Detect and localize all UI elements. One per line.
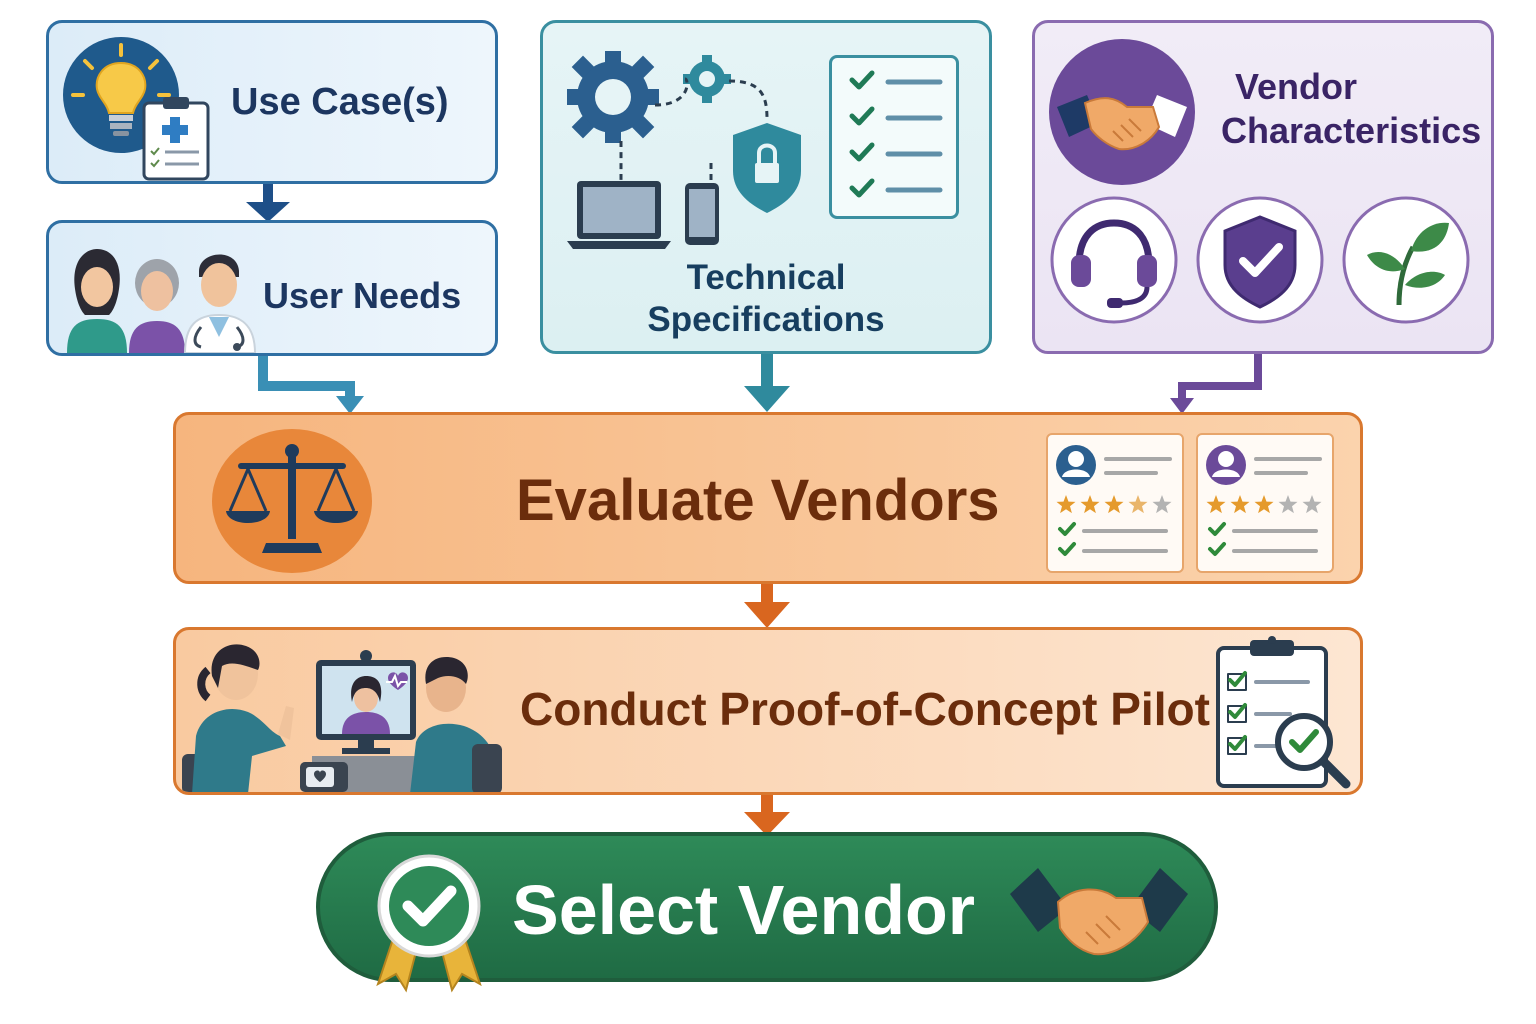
arrow-technical-to-evaluate (744, 354, 790, 412)
rating-star (1080, 495, 1100, 514)
arrowhead-vendor (1170, 398, 1194, 414)
monitor-icon (316, 650, 416, 754)
elder-avatar-icon (129, 259, 185, 353)
rating-star (1278, 495, 1298, 514)
checklist-icon (829, 55, 959, 219)
review-card-icon (1196, 433, 1334, 573)
medical-clipboard-icon (142, 97, 210, 181)
rating-star (1230, 495, 1250, 514)
rating-star (1254, 495, 1274, 514)
rating-star (1104, 495, 1124, 514)
patient-figure (410, 657, 502, 792)
phone-icon (685, 183, 719, 245)
people-group-icon (67, 249, 257, 353)
small-gear-icon (683, 55, 731, 103)
technical-specifications-box: Technical Specifications (540, 20, 992, 354)
heart-device-icon (300, 762, 348, 792)
laptop-icon (567, 181, 671, 249)
shield-check-icon (1196, 196, 1324, 324)
user-needs-label: User Needs (263, 275, 462, 316)
headset-icon (1050, 196, 1178, 324)
handshake-icon (1010, 868, 1188, 956)
arrow-userneeds-to-evaluate (258, 356, 355, 398)
rating-star (1206, 495, 1226, 514)
poc-label: Conduct Proof-of-Concept Pilot (520, 683, 1210, 735)
use-case-box: Use Case(s) (46, 20, 498, 184)
arrow-usecase-to-userneeds (246, 184, 290, 222)
doctor-avatar-icon (183, 254, 257, 353)
user-needs-box: User Needs (46, 220, 498, 356)
arrow-vendor-to-evaluate (1178, 354, 1262, 400)
vendor-label-line1: Vendor (1235, 66, 1358, 107)
rating-star (1152, 495, 1172, 514)
evaluate-vendors-box: Evaluate Vendors (173, 412, 1363, 584)
technical-label-line2: Specifications (647, 300, 885, 339)
leaf-icon (1342, 196, 1470, 324)
select-vendor-label: Select Vendor (512, 871, 975, 949)
proof-of-concept-box: Conduct Proof-of-Concept Pilot (173, 627, 1363, 795)
tech-illustration (567, 51, 801, 249)
arrow-evaluate-to-poc (744, 584, 790, 628)
shield-lock-icon (733, 123, 801, 213)
rating-star (1302, 495, 1322, 514)
gear-icon (567, 51, 659, 143)
evaluate-vendors-label: Evaluate Vendors (516, 468, 1000, 533)
technical-label-line1: Technical (686, 258, 846, 297)
arrow-poc-to-select (744, 795, 790, 836)
clinician-figure (192, 644, 294, 792)
scales-icon (212, 429, 372, 573)
rating-star (1056, 495, 1076, 514)
arrowhead-userneeds (336, 396, 364, 414)
rating-star (1128, 495, 1148, 514)
vendor-label-line2: Characteristics (1221, 110, 1482, 151)
select-vendor-box: Select Vendor (316, 832, 1218, 993)
telehealth-scene-icon (182, 644, 502, 792)
use-case-label: Use Case(s) (231, 81, 449, 123)
award-check-icon (376, 854, 482, 993)
review-card-icon (1046, 433, 1184, 573)
handshake-icon (1049, 39, 1195, 185)
clipboard-magnifier-icon (1216, 636, 1351, 789)
woman-avatar-icon (67, 249, 127, 353)
vendor-characteristics-box: Vendor Characteristics (1032, 20, 1494, 354)
